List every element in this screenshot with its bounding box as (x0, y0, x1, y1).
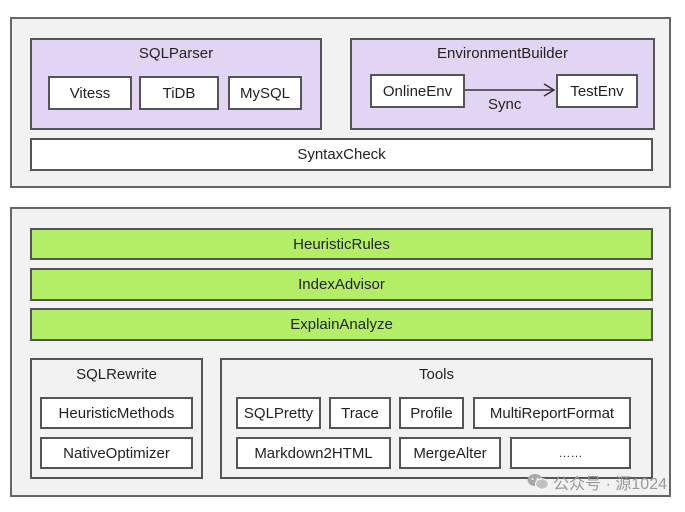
syntax-check-bar: SyntaxCheck (30, 138, 653, 171)
watermark-text: 公众号 · 源1024 (553, 476, 667, 493)
tool-multi-report-format: MultiReportFormat (473, 397, 631, 429)
sqlparser-item-mysql: MySQL (228, 76, 302, 110)
tools-module: Tools SQLPretty Trace Profile MultiRepor… (220, 358, 653, 479)
tool-profile: Profile (399, 397, 464, 429)
heuristic-methods-box: HeuristicMethods (40, 397, 193, 429)
index-advisor-bar: IndexAdvisor (30, 268, 653, 301)
bottom-panel: HeuristicRules IndexAdvisor ExplainAnaly… (10, 207, 671, 497)
sqlrewrite-title: SQLRewrite (76, 366, 157, 383)
tool-markdown2html: Markdown2HTML (236, 437, 391, 469)
tool-sqlpretty: SQLPretty (236, 397, 321, 429)
explain-analyze-bar: ExplainAnalyze (30, 308, 653, 341)
online-env-box: OnlineEnv (370, 74, 465, 108)
sqlparser-module: SQLParser Vitess TiDB MySQL (30, 38, 322, 130)
watermark: 公众号 · 源1024 (527, 470, 667, 494)
environment-builder-module: EnvironmentBuilder OnlineEnv TestEnv Syn… (350, 38, 655, 130)
sqlrewrite-module: SQLRewrite HeuristicMethods NativeOptimi… (30, 358, 203, 479)
tool-trace: Trace (329, 397, 391, 429)
test-env-box: TestEnv (556, 74, 638, 108)
sqlparser-item-tidb: TiDB (139, 76, 219, 110)
tool-more: …… (510, 437, 631, 469)
native-optimizer-box: NativeOptimizer (40, 437, 193, 469)
wechat-icon (527, 474, 550, 490)
sqlparser-item-vitess: Vitess (48, 76, 132, 110)
heuristic-rules-bar: HeuristicRules (30, 228, 653, 260)
tool-merge-alter: MergeAlter (399, 437, 501, 469)
sync-arrow (465, 83, 556, 97)
environment-builder-title: EnvironmentBuilder (437, 45, 568, 62)
top-panel: SQLParser Vitess TiDB MySQL EnvironmentB… (10, 17, 671, 188)
tools-title: Tools (418, 366, 455, 383)
sync-label: Sync (488, 96, 522, 113)
sqlparser-title: SQLParser (138, 45, 214, 62)
